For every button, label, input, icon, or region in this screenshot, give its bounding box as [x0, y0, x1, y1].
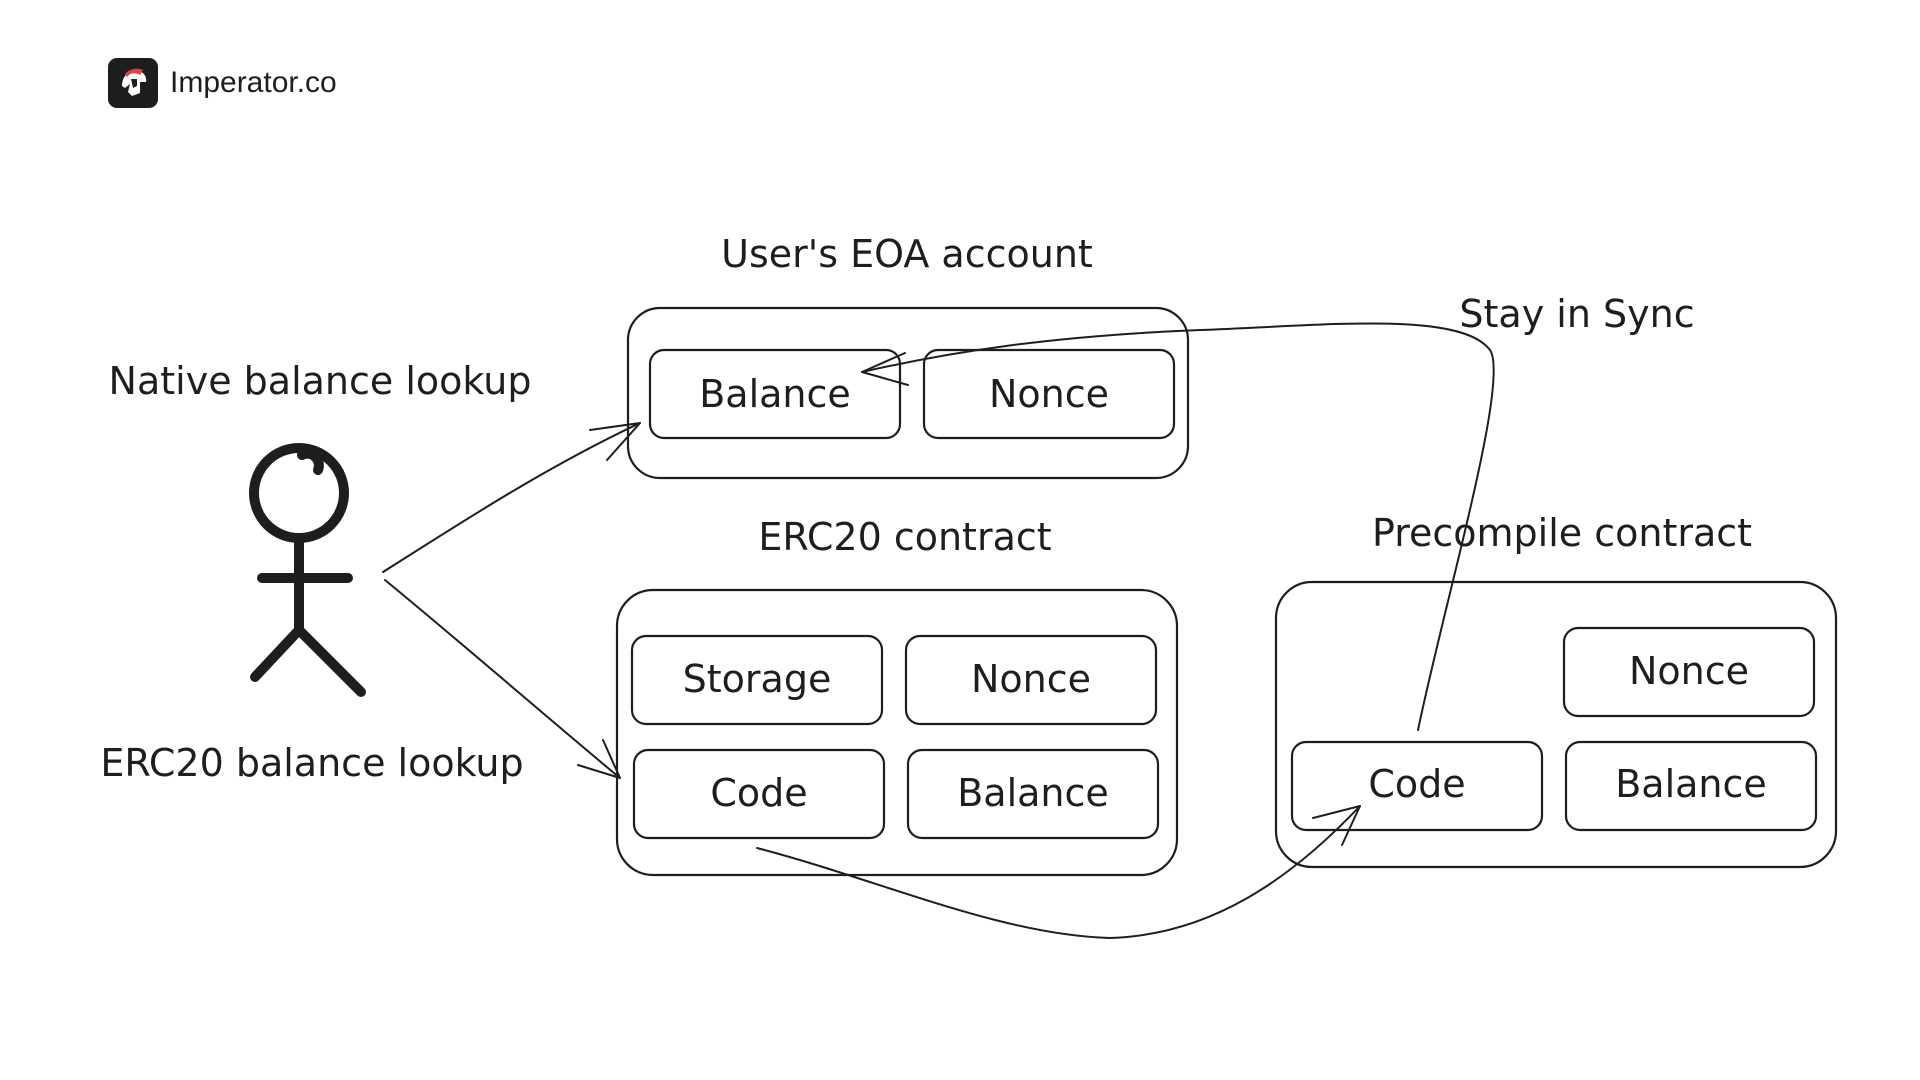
precompile-balance-label: Balance [1615, 762, 1767, 806]
precompile-nonce-cell: Nonce [1562, 626, 1816, 718]
erc20-nonce-cell: Nonce [904, 634, 1158, 726]
erc20-storage-label: Storage [683, 657, 832, 701]
precompile-contract-box: Nonce Code Balance [1274, 580, 1838, 869]
arrow-stay-in-sync [861, 322, 1495, 731]
eoa-balance-cell: Balance [648, 348, 902, 440]
brand-logo [108, 58, 158, 108]
erc20-balance-label: Balance [957, 771, 1109, 815]
eoa-account-box: Balance Nonce [626, 306, 1190, 480]
precompile-nonce-label: Nonce [1629, 649, 1749, 693]
precompile-contract-title: Precompile contract [1372, 511, 1752, 555]
erc20-code-cell: Code [632, 748, 886, 840]
eoa-balance-label: Balance [699, 372, 851, 416]
brand-name: Imperator.co [170, 66, 337, 99]
stick-figure-icon [249, 443, 366, 697]
erc20-code-label: Code [710, 771, 807, 815]
native-balance-lookup-label: Native balance lookup [109, 359, 532, 403]
arrow-code-to-precompile [756, 805, 1361, 939]
erc20-balance-lookup-label: ERC20 balance lookup [100, 741, 523, 785]
erc20-storage-cell: Storage [630, 634, 884, 726]
eoa-nonce-cell: Nonce [922, 348, 1176, 440]
arrow-native-lookup [382, 422, 641, 573]
erc20-balance-cell: Balance [906, 748, 1160, 840]
precompile-code-label: Code [1368, 762, 1465, 806]
eoa-account-title: User's EOA account [721, 232, 1093, 276]
stay-in-sync-label: Stay in Sync [1459, 292, 1694, 336]
precompile-code-cell: Code [1290, 740, 1544, 832]
erc20-contract-box: Storage Nonce Code Balance [615, 588, 1179, 877]
precompile-balance-cell: Balance [1564, 740, 1818, 832]
arrow-erc20-lookup [384, 579, 621, 779]
eoa-nonce-label: Nonce [989, 372, 1109, 416]
spartan-helmet-icon [122, 68, 147, 96]
erc20-contract-title: ERC20 contract [758, 515, 1051, 559]
erc20-nonce-label: Nonce [971, 657, 1091, 701]
brand: Imperator.co [108, 58, 337, 108]
